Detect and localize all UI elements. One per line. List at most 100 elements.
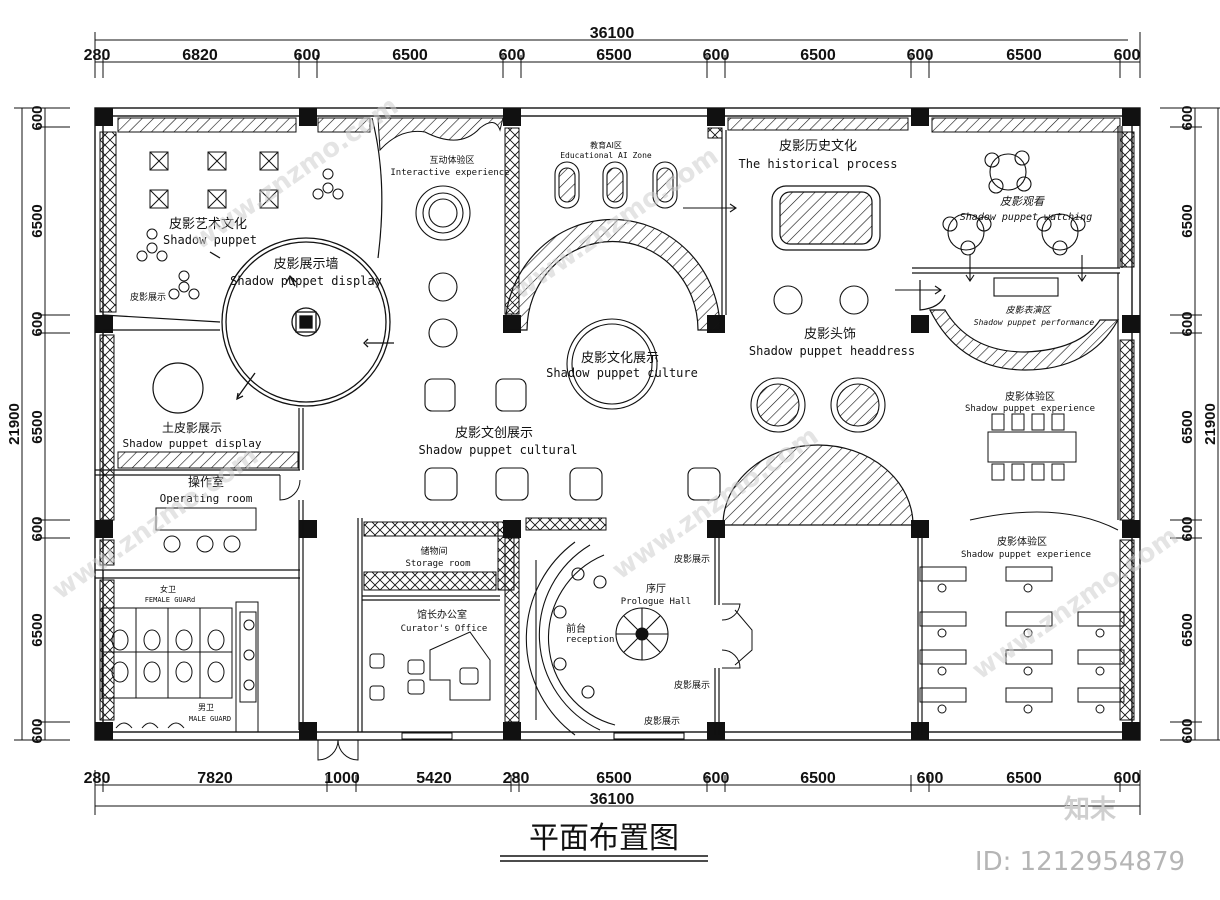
label-operating-en: Operating room bbox=[160, 492, 253, 505]
dim-bottom-7: 6500 bbox=[800, 770, 836, 787]
label-headdress-zh: 皮影头饰 bbox=[804, 327, 856, 342]
label-experience2-en: Shadow puppet experience bbox=[961, 550, 1091, 560]
dimension-right bbox=[1160, 107, 1220, 741]
label-curator-en: Curator's Office bbox=[401, 624, 488, 634]
dim-bottom-1: 7820 bbox=[197, 770, 233, 787]
label-female-zh: 女卫 bbox=[160, 584, 176, 594]
dim-top-0: 280 bbox=[84, 47, 111, 64]
curator-office-furniture bbox=[369, 631, 491, 740]
label-art-culture-zh: 皮影艺术文化 bbox=[169, 217, 247, 232]
dim-left-6: 600 bbox=[29, 718, 46, 743]
dim-top-7: 6500 bbox=[800, 47, 836, 64]
dim-bottom-3: 5420 bbox=[416, 770, 452, 787]
label-headdress-en: Shadow puppet headdress bbox=[749, 344, 915, 358]
dim-bottom-2: 1000 bbox=[324, 770, 360, 787]
label-watching-zh: 皮影观看 bbox=[1000, 195, 1045, 208]
dim-right-1: 6500 bbox=[1179, 204, 1196, 237]
label-display-wall-en: Shadow puppet display bbox=[230, 274, 382, 288]
label-interactive-zh: 互动体验区 bbox=[429, 154, 474, 166]
dim-top-9: 6500 bbox=[1006, 47, 1042, 64]
ai-zone-pods bbox=[554, 161, 737, 213]
label-experience1-en: Shadow puppet experience bbox=[965, 404, 1095, 414]
label-hall-display-3: 皮影展示 bbox=[644, 715, 680, 727]
dim-top-4: 600 bbox=[499, 47, 526, 64]
dim-right-4: 600 bbox=[1179, 516, 1196, 541]
label-reception-zh: 前台 bbox=[566, 622, 586, 635]
experience-table-1 bbox=[969, 413, 1119, 531]
dim-bottom-labels: 280 7820 1000 5420 280 6500 600 6500 600… bbox=[84, 770, 1141, 787]
dim-top-5: 6500 bbox=[596, 47, 632, 64]
label-storage-en: Storage room bbox=[405, 559, 470, 569]
reception-desk bbox=[525, 541, 685, 740]
dim-right-6: 600 bbox=[1179, 718, 1196, 743]
label-culture-show-en: Shadow puppet culture bbox=[546, 366, 698, 380]
label-creative-en: Shadow puppet cultural bbox=[419, 443, 578, 457]
watermark-logo: 知末 bbox=[1064, 795, 1117, 825]
watermark: 知末 ID: 1212954879 www.znzmo.com www.znzm… bbox=[47, 91, 1185, 877]
watermark-id: ID: 1212954879 bbox=[975, 847, 1185, 877]
dim-right-0: 600 bbox=[1179, 105, 1196, 130]
label-history-en: The historical process bbox=[739, 157, 898, 171]
dimension-left bbox=[14, 107, 70, 741]
dim-right-labels: 21900 600 6500 600 6500 600 6500 600 bbox=[1179, 105, 1219, 743]
dimension-bottom bbox=[94, 770, 1141, 815]
culture-show-circle bbox=[566, 318, 658, 410]
dim-bottom-5: 6500 bbox=[596, 770, 632, 787]
label-male-en: MALE GUARD bbox=[189, 715, 231, 723]
creative-display-units bbox=[424, 272, 721, 501]
dim-left-2: 600 bbox=[29, 311, 46, 336]
dim-left-0: 600 bbox=[29, 105, 46, 130]
restroom-fixtures bbox=[101, 607, 257, 729]
dim-top-total: 36100 bbox=[590, 25, 635, 42]
label-ai-zone-zh: 教育AI区 bbox=[590, 140, 622, 150]
experience-desks-2 bbox=[919, 566, 1125, 714]
dim-right-total: 21900 bbox=[1202, 403, 1219, 445]
dim-bottom-total: 36100 bbox=[590, 791, 635, 808]
interactive-rings bbox=[415, 185, 471, 241]
label-prologue-en: Prologue Hall bbox=[621, 597, 691, 607]
label-hall-display-2: 皮影展示 bbox=[674, 679, 710, 691]
label-male-zh: 男卫 bbox=[198, 703, 214, 712]
dim-top-6: 600 bbox=[703, 47, 730, 64]
dim-left-4: 600 bbox=[29, 516, 46, 541]
label-history-zh: 皮影历史文化 bbox=[779, 139, 857, 154]
dim-top-2: 600 bbox=[294, 47, 321, 64]
dim-left-total: 21900 bbox=[6, 403, 23, 445]
dim-left-1: 6500 bbox=[29, 204, 46, 237]
drawing-title: 平面布置图 bbox=[529, 821, 679, 856]
label-local-display-zh: 土皮影展示 bbox=[162, 421, 222, 435]
dim-left-5: 6500 bbox=[29, 613, 46, 646]
dim-left-labels: 21900 600 6500 600 6500 600 6500 600 bbox=[6, 105, 46, 743]
label-culture-show-zh: 皮影文化展示 bbox=[581, 351, 659, 366]
headdress-stands bbox=[750, 285, 886, 433]
art-room-furniture bbox=[136, 151, 344, 300]
label-performance-zh: 皮影表演区 bbox=[1005, 305, 1052, 316]
dim-top-3: 6500 bbox=[392, 47, 428, 64]
label-prologue-zh: 序厅 bbox=[646, 582, 666, 595]
dim-right-3: 6500 bbox=[1179, 410, 1196, 443]
dim-left-3: 6500 bbox=[29, 410, 46, 443]
dim-top-8: 600 bbox=[907, 47, 934, 64]
label-creative-zh: 皮影文创展示 bbox=[455, 426, 533, 441]
dim-bottom-8: 600 bbox=[917, 770, 944, 787]
dim-top-1: 6820 bbox=[182, 47, 218, 64]
label-hall-display-1: 皮影展示 bbox=[674, 553, 710, 565]
label-operating-zh: 操作室 bbox=[188, 474, 224, 489]
dim-bottom-6: 600 bbox=[703, 770, 730, 787]
label-watching-en: Shadow puppet watching bbox=[960, 212, 1092, 223]
dim-right-5: 6500 bbox=[1179, 613, 1196, 646]
label-curator-zh: 馆长办公室 bbox=[417, 608, 467, 621]
label-display-small: 皮影展示 bbox=[130, 291, 166, 303]
label-local-display-en: Shadow puppet display bbox=[122, 437, 261, 450]
dimension-top bbox=[94, 32, 1141, 78]
label-reception-en: reception bbox=[566, 635, 615, 645]
dim-bottom-0: 280 bbox=[84, 770, 111, 787]
room-labels: 皮影艺术文化 Shadow puppet 皮影展示 皮影展示墙 Shadow p… bbox=[122, 139, 1095, 727]
label-interactive-en: Interactive experience bbox=[390, 168, 509, 178]
label-art-culture-en: Shadow puppet bbox=[163, 233, 257, 247]
dim-bottom-9: 6500 bbox=[1006, 770, 1042, 787]
label-performance-en: Shadow puppet performance bbox=[974, 318, 1095, 327]
display-wall-circle bbox=[209, 237, 394, 407]
history-display bbox=[771, 185, 881, 251]
